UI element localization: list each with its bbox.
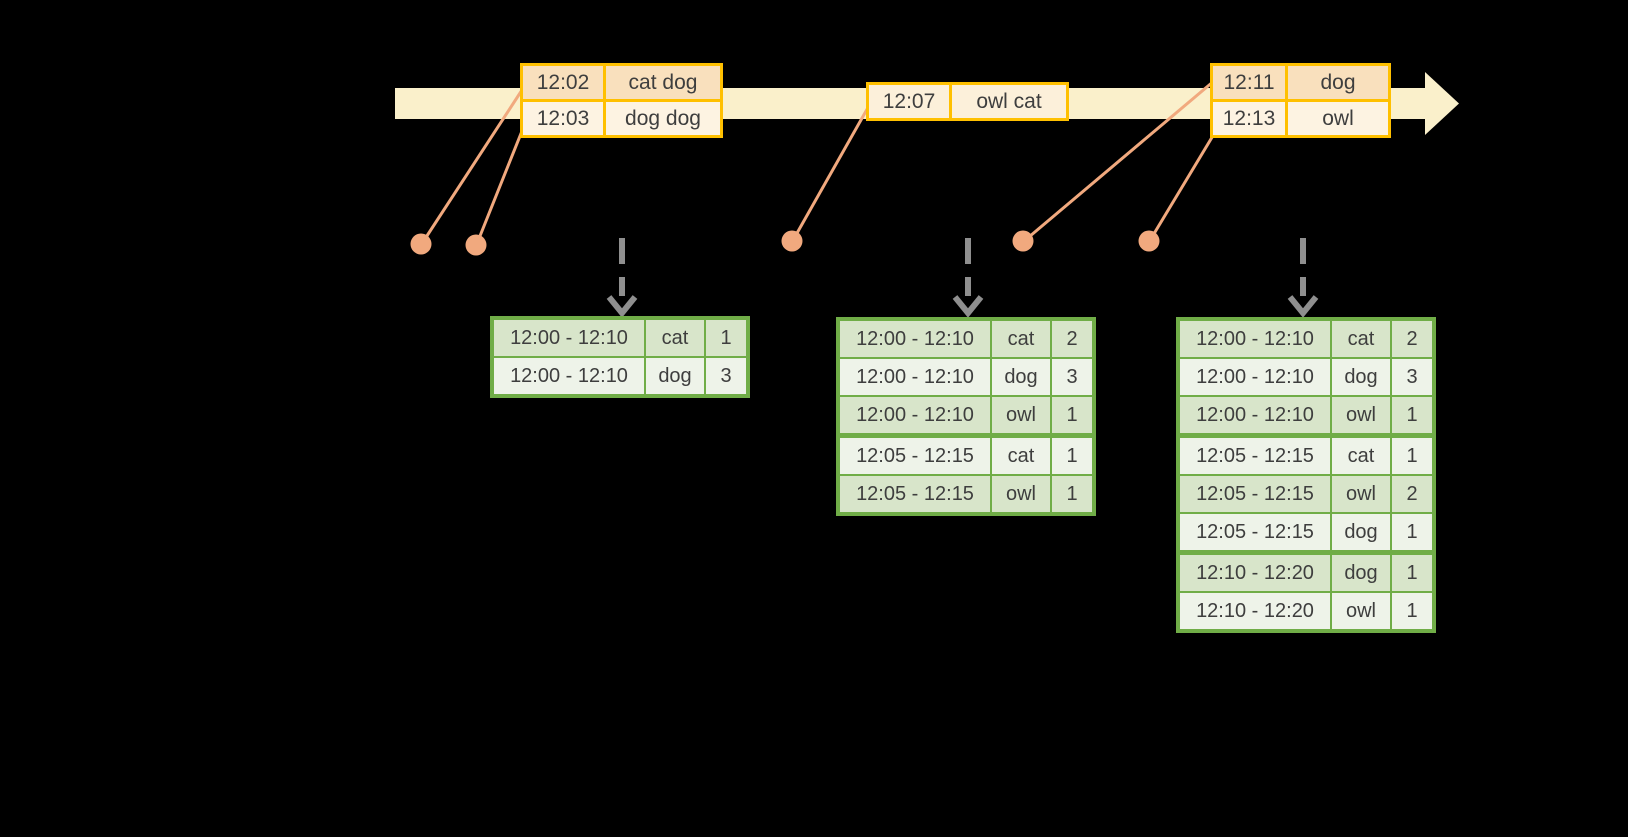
word-cell: cat [1330,433,1392,476]
timeline-arrowhead-icon [1425,72,1459,135]
event-dot [1138,230,1160,252]
window-cell: 12:05 - 12:15 [1177,512,1332,554]
word-cell: owl [1330,591,1392,632]
word-cell: dog [990,357,1052,397]
event-words: owl cat [949,82,1069,121]
window-cell: 12:00 - 12:10 [837,318,992,359]
event-table-2: 12:07 owl cat [866,82,1069,121]
event-words: owl [1285,99,1391,138]
result-row: 12:00 - 12:10 cat 2 [837,318,1095,359]
window-cell: 12:00 - 12:10 [1177,357,1332,397]
event-words: dog dog [603,99,723,138]
count-cell: 2 [1050,318,1095,359]
window-cell: 12:10 - 12:20 [1177,550,1332,593]
word-cell: dog [1330,512,1392,554]
event-table-3: 12:11 dog 12:13 owl [1210,63,1391,138]
count-cell: 1 [1390,591,1435,632]
arrow-down-icon [1287,295,1319,318]
connector-line [1147,128,1219,243]
result-table-3: 12:00 - 12:10 cat 2 12:00 - 12:10 dog 3 … [1176,317,1436,633]
word-cell: owl [1330,395,1392,437]
count-cell: 3 [1390,357,1435,397]
word-cell: owl [990,474,1052,515]
result-row: 12:00 - 12:10 owl 1 [837,395,1095,437]
event-table-1: 12:02 cat dog 12:03 dog dog [520,63,723,138]
result-row: 12:00 - 12:10 owl 1 [1177,395,1435,437]
event-row: 12:11 dog [1210,63,1391,102]
count-cell: 1 [1390,395,1435,437]
result-row: 12:05 - 12:15 cat 1 [1177,433,1435,476]
result-row: 12:05 - 12:15 owl 1 [837,474,1095,515]
connector-line [419,89,524,246]
result-row: 12:00 - 12:10 cat 1 [491,317,749,358]
window-cell: 12:05 - 12:15 [837,433,992,476]
event-words: dog [1285,63,1391,102]
event-dot [410,233,432,255]
result-table-1: 12:00 - 12:10 cat 1 12:00 - 12:10 dog 3 [490,316,750,398]
result-row: 12:00 - 12:10 dog 3 [491,356,749,397]
result-table-2: 12:00 - 12:10 cat 2 12:00 - 12:10 dog 3 … [836,317,1096,516]
word-cell: dog [1330,357,1392,397]
word-cell: cat [990,433,1052,476]
event-words: cat dog [603,63,723,102]
event-dot [781,230,803,252]
window-cell: 12:00 - 12:10 [1177,318,1332,359]
arrow-down-icon [606,295,638,318]
connector-line [474,125,526,247]
window-cell: 12:00 - 12:10 [491,317,646,358]
word-cell: owl [990,395,1052,437]
count-cell: 1 [1390,550,1435,593]
count-cell: 1 [1390,512,1435,554]
word-cell: cat [1330,318,1392,359]
event-time: 12:02 [520,63,606,102]
count-cell: 2 [1390,318,1435,359]
event-row: 12:13 owl [1210,99,1391,138]
word-cell: cat [644,317,706,358]
count-cell: 2 [1390,474,1435,514]
connector-line [1022,79,1215,244]
event-dots [410,230,1160,256]
window-cell: 12:00 - 12:10 [1177,395,1332,437]
arrow-down-icon [952,295,984,318]
result-row: 12:10 - 12:20 owl 1 [1177,591,1435,632]
event-row: 12:07 owl cat [866,82,1069,121]
event-time: 12:13 [1210,99,1288,138]
result-row: 12:05 - 12:15 cat 1 [837,433,1095,476]
result-row: 12:10 - 12:20 dog 1 [1177,550,1435,593]
count-cell: 1 [1050,474,1095,515]
result-row: 12:05 - 12:15 dog 1 [1177,512,1435,554]
window-cell: 12:05 - 12:15 [1177,474,1332,514]
event-time: 12:07 [866,82,952,121]
event-connector-lines [419,79,1219,247]
count-cell: 1 [704,317,749,358]
word-cell: owl [1330,474,1392,514]
word-cell: dog [644,356,706,397]
window-cell: 12:00 - 12:10 [837,357,992,397]
window-cell: 12:00 - 12:10 [491,356,646,397]
event-row: 12:02 cat dog [520,63,723,102]
count-cell: 1 [1390,433,1435,476]
result-row: 12:05 - 12:15 owl 2 [1177,474,1435,514]
word-cell: dog [1330,550,1392,593]
count-cell: 1 [1050,395,1095,437]
window-cell: 12:10 - 12:20 [1177,591,1332,632]
word-cell: cat [990,318,1052,359]
event-row: 12:03 dog dog [520,99,723,138]
trigger-arrows [606,238,1319,318]
event-time: 12:11 [1210,63,1288,102]
count-cell: 1 [1050,433,1095,476]
event-time: 12:03 [520,99,606,138]
window-cell: 12:00 - 12:10 [837,395,992,437]
window-cell: 12:05 - 12:15 [837,474,992,515]
count-cell: 3 [704,356,749,397]
result-row: 12:00 - 12:10 dog 3 [1177,357,1435,397]
result-row: 12:00 - 12:10 dog 3 [837,357,1095,397]
result-row: 12:00 - 12:10 cat 2 [1177,318,1435,359]
count-cell: 3 [1050,357,1095,397]
window-cell: 12:05 - 12:15 [1177,433,1332,476]
event-dot [1012,230,1034,252]
connector-line [790,103,872,243]
event-dot [465,234,487,256]
